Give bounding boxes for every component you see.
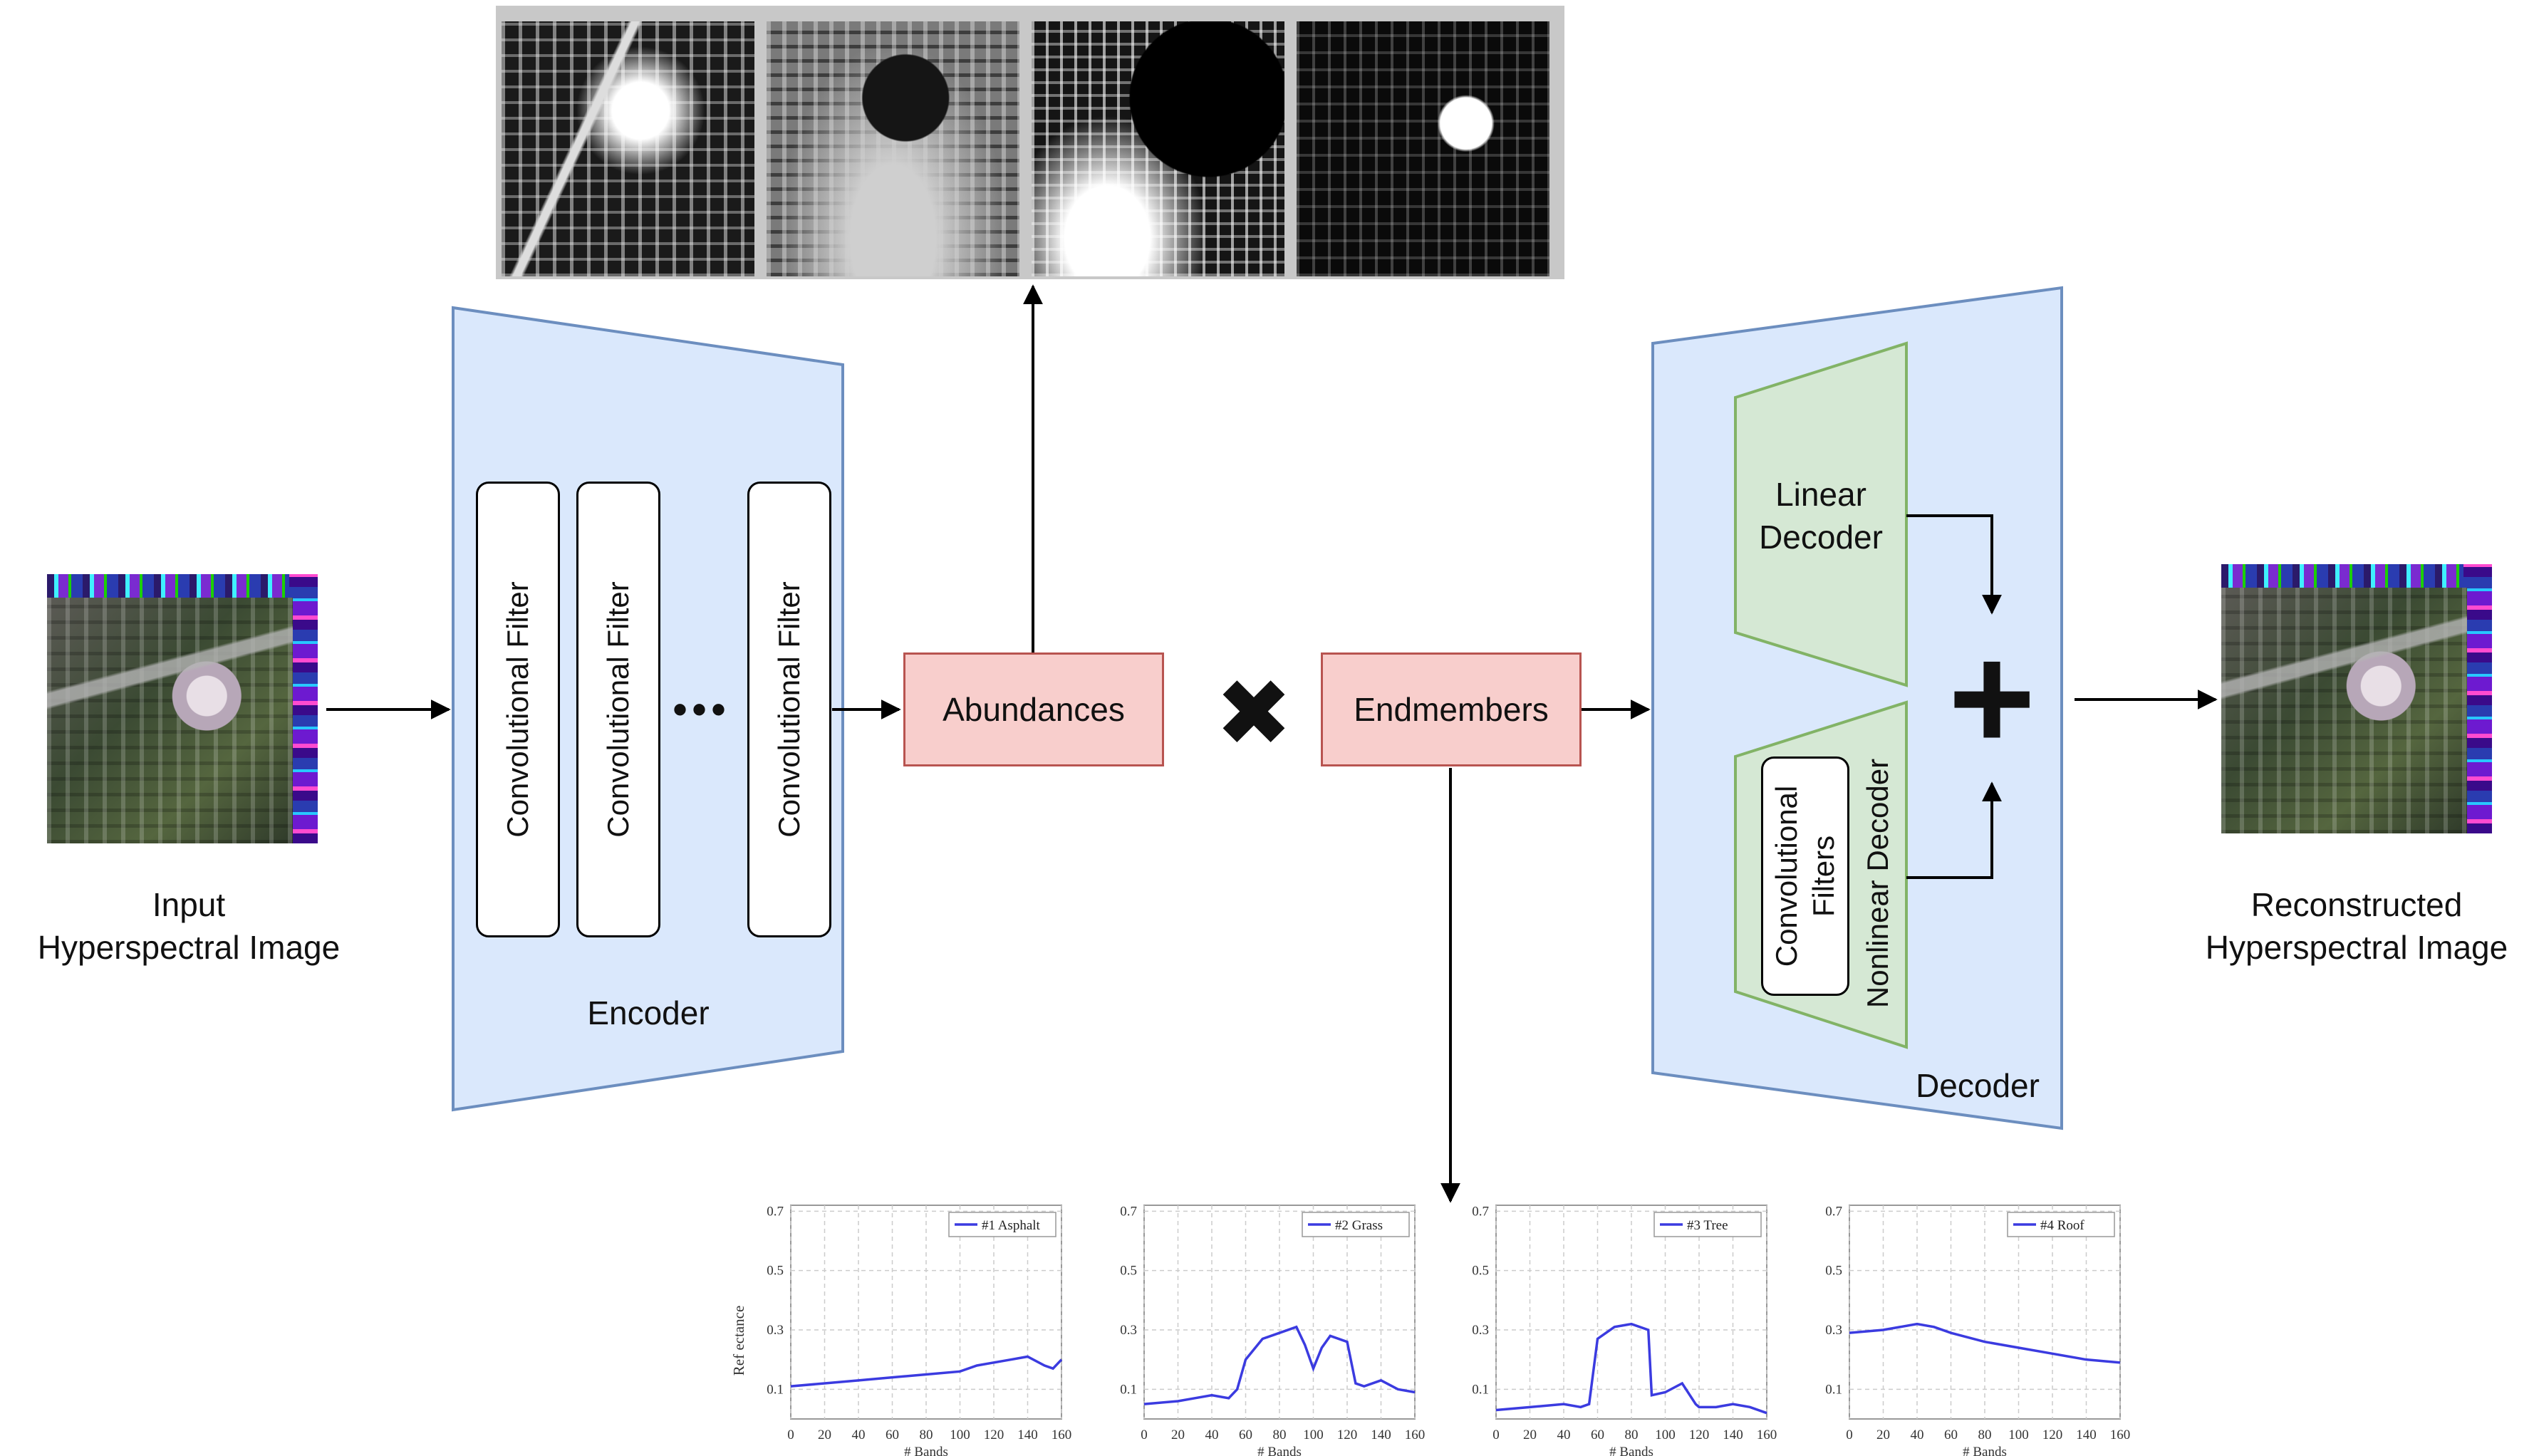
x-tick-label: 160: [1405, 1428, 1426, 1442]
nonlinear-decoder-label: Nonlinear Decoder: [1861, 758, 1894, 1009]
y-tick-label: 0.5: [1120, 1264, 1137, 1279]
y-tick-label: 0.7: [1120, 1204, 1137, 1219]
x-tick-label: 80: [920, 1428, 933, 1442]
arrow-linear-to-sum: [1906, 514, 2002, 615]
y-tick-label: 0.7: [1825, 1204, 1842, 1219]
y-tick-label: 0.3: [1825, 1323, 1842, 1338]
decoder-label: Decoder: [1916, 1067, 2040, 1104]
y-tick-label: 0.1: [1472, 1382, 1489, 1397]
y-tick-label: 0.1: [1825, 1382, 1842, 1397]
y-tick-label: 0.1: [1120, 1382, 1137, 1397]
endmember-plot-3: 0 20 40 60 80 100 120 140 160 0.1 0.3 0.5 0.7 # Bands…: [1472, 1204, 1777, 1456]
x-tick-label: 60: [886, 1428, 899, 1442]
y-tick-label: 0.7: [767, 1204, 784, 1219]
convolutional-filter-2: Convolutional Filter: [576, 482, 660, 937]
nonlinear-decoder-label-wrap: Nonlinear Decoder: [1857, 741, 1899, 1026]
x-tick-label: 140: [1371, 1428, 1391, 1442]
spectrum-line: [790, 1355, 1063, 1388]
abundance-map-1: [502, 21, 754, 276]
y-tick-label: 0.7: [1472, 1204, 1489, 1219]
x-tick-label: 120: [1689, 1428, 1710, 1442]
legend-label: #3 Tree: [1687, 1218, 1728, 1233]
x-tick-label: 120: [1337, 1428, 1358, 1442]
y-axis-label: Ref ectance: [730, 1306, 747, 1376]
x-tick-label: 80: [1625, 1428, 1639, 1442]
x-tick-label: 80: [1273, 1428, 1287, 1442]
x-tick-label: 100: [950, 1428, 970, 1442]
linear-decoder-label: Linear Decoder: [1759, 476, 1883, 556]
x-tick-label: 40: [1911, 1428, 1924, 1442]
input-hyperspectral-image: [47, 574, 318, 843]
x-axis-label: # Bands: [1963, 1445, 2007, 1456]
y-tick-label: 0.5: [1825, 1264, 1842, 1279]
endmembers-box: Endmembers: [1321, 652, 1582, 766]
x-tick-label: 100: [1655, 1428, 1676, 1442]
output-label: Reconstructed Hyperspectral Image: [2205, 886, 2508, 966]
plus-icon: +: [1948, 614, 2036, 781]
x-tick-label: 20: [1171, 1428, 1185, 1442]
legend-label: #4 Roof: [2040, 1218, 2084, 1233]
x-tick-label: 0: [1141, 1428, 1148, 1442]
spectrum-line: [1495, 1322, 1767, 1415]
legend-label: #1 Asphalt: [982, 1218, 1041, 1233]
abundance-map-3: [1032, 21, 1284, 276]
x-tick-label: 120: [984, 1428, 1004, 1442]
y-tick-label: 0.3: [1472, 1323, 1489, 1338]
decoder-conv-filters-box: Convolutional Filters: [1761, 756, 1849, 996]
endmember-plot-4: 0 20 40 60 80 100 120 140 160 0.1 0.3 0.5 0.7 # Bands…: [1825, 1204, 2131, 1456]
legend-label: #2 Grass: [1335, 1218, 1383, 1233]
linear-decoder-block: [1734, 341, 1908, 687]
x-tick-label: 20: [818, 1428, 831, 1442]
x-tick-label: 40: [1557, 1428, 1571, 1442]
x-tick-label: 120: [2042, 1428, 2063, 1442]
x-tick-label: 140: [1017, 1428, 1038, 1442]
abundances-box: Abundances: [903, 652, 1164, 766]
x-tick-label: 0: [1846, 1428, 1853, 1442]
x-tick-label: 100: [2008, 1428, 2029, 1442]
x-tick-label: 20: [1876, 1428, 1890, 1442]
x-tick-label: 160: [1052, 1428, 1072, 1442]
arrow-nonlinear-to-sum: [1906, 781, 2002, 879]
y-tick-label: 0.3: [1120, 1323, 1137, 1338]
x-tick-label: 140: [2076, 1428, 2097, 1442]
x-tick-label: 140: [1723, 1428, 1743, 1442]
endmember-plot-1: 0 20 40 60 80 100 120 140 160 0.1 0.3 0.5 0.7 # Bands…: [730, 1204, 1072, 1456]
ellipsis: •••: [673, 685, 731, 734]
multiply-icon: ✖: [1215, 661, 1293, 765]
abundance-maps-strip: [496, 6, 1564, 279]
x-tick-label: 0: [1492, 1428, 1500, 1442]
encoder-label: Encoder: [587, 994, 710, 1031]
y-tick-label: 0.5: [767, 1264, 784, 1279]
spectrum-line: [1849, 1322, 2121, 1364]
endmember-plot-2: 0 20 40 60 80 100 120 140 160 0.1 0.3 0.5 0.7 # Bands…: [1120, 1204, 1426, 1456]
abundance-map-4: [1297, 21, 1549, 276]
x-tick-label: 80: [1978, 1428, 1992, 1442]
x-tick-label: 20: [1523, 1428, 1537, 1442]
x-tick-label: 160: [2110, 1428, 2131, 1442]
x-axis-label: # Bands: [1609, 1445, 1653, 1456]
input-label: Input Hyperspectral Image: [37, 886, 341, 966]
x-tick-label: 160: [1757, 1428, 1777, 1442]
abundance-map-2: [767, 21, 1019, 276]
x-tick-label: 60: [1239, 1428, 1252, 1442]
x-axis-label: # Bands: [904, 1445, 948, 1456]
x-tick-label: 60: [1944, 1428, 1958, 1442]
y-tick-label: 0.3: [767, 1323, 784, 1338]
x-axis-label: # Bands: [1257, 1445, 1302, 1456]
x-tick-label: 0: [787, 1428, 794, 1442]
y-tick-label: 0.5: [1472, 1264, 1489, 1279]
x-tick-label: 100: [1303, 1428, 1324, 1442]
y-tick-label: 0.1: [767, 1382, 784, 1397]
x-tick-label: 40: [852, 1428, 866, 1442]
convolutional-filter-1: Convolutional Filter: [476, 482, 560, 937]
x-tick-label: 60: [1591, 1428, 1604, 1442]
x-tick-label: 40: [1205, 1428, 1219, 1442]
spectrum-line: [1143, 1325, 1416, 1405]
convolutional-filter-3: Convolutional Filter: [747, 482, 831, 937]
reconstructed-hyperspectral-image: [2221, 564, 2492, 833]
